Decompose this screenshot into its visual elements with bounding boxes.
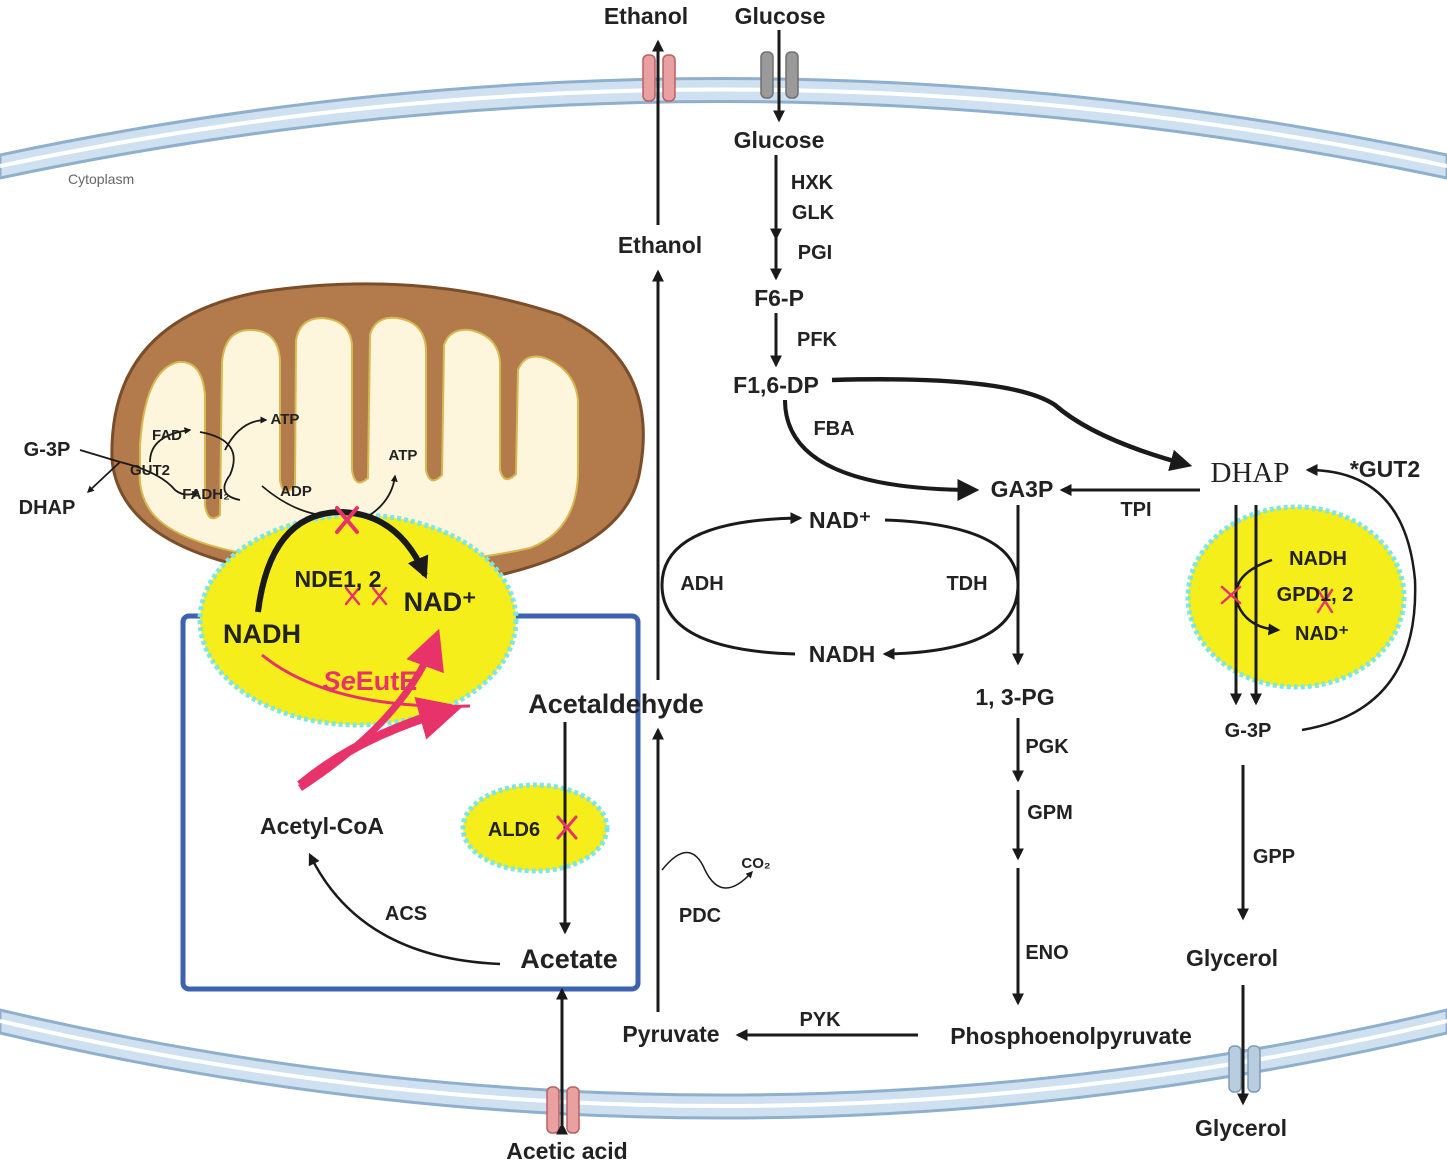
gpm-label: GPM	[1027, 802, 1073, 824]
f16dp-label: F1,6-DP	[733, 372, 819, 398]
x-icon	[1316, 588, 1334, 614]
x-icon	[344, 586, 361, 606]
x-icon	[1220, 585, 1242, 605]
enzyme-labels: HXK GLK PGI PFK FBA TPI TDH ADH PGK GPM …	[130, 172, 1420, 1031]
eno-label: ENO	[1025, 942, 1068, 964]
g3p-mito-label: G-3P	[24, 439, 71, 461]
glycerol-channel	[1228, 1045, 1261, 1093]
glucose-extracellular: Glucose	[735, 3, 826, 29]
seeute-prefix: Se	[323, 666, 356, 696]
gut2-mito-label: GUT2	[130, 462, 170, 479]
pyk-label: PYK	[799, 1009, 841, 1031]
seeute-arrows	[261, 628, 471, 791]
glycerol-extracellular: Glycerol	[1195, 1115, 1287, 1141]
ald6-highlight	[460, 782, 610, 874]
gpd-highlight	[1185, 504, 1407, 690]
nadh-nde: NADH	[223, 619, 301, 649]
fad-label: FAD	[152, 427, 182, 444]
x-icon	[371, 586, 388, 606]
glycerol-intracellular: Glycerol	[1186, 945, 1278, 971]
x-icon	[335, 506, 359, 534]
ethanol-channel	[642, 54, 676, 102]
metabolite-labels: Ethanol Glucose Glucose Ethanol F6-P F1,…	[19, 3, 1349, 1164]
hxk-label: HXK	[791, 172, 834, 194]
pg13-label: 1, 3-PG	[975, 684, 1054, 710]
nadh-gpd: NADH	[1289, 548, 1347, 570]
pgi-label: PGI	[798, 242, 832, 264]
ethanol-intracellular: Ethanol	[618, 232, 702, 258]
top-membrane	[0, 77, 1447, 180]
acetaldehyde-label: Acetaldehyde	[528, 689, 704, 719]
acs-label: ACS	[385, 903, 427, 925]
acetic-acid-label: Acetic acid	[506, 1138, 627, 1164]
f6p-label: F6-P	[754, 285, 804, 311]
cytoplasm-label: Cytoplasm	[68, 171, 134, 187]
glucose-channel	[760, 51, 799, 99]
tdh-label: TDH	[946, 573, 987, 595]
nde12-label: NDE1, 2	[295, 566, 382, 592]
pyruvate-label: Pyruvate	[622, 1021, 719, 1047]
gut2-star-label: *GUT2	[1350, 456, 1420, 482]
gpp-label: GPP	[1253, 846, 1295, 868]
seeute-label: SeEutE	[323, 666, 418, 696]
ethanol-extracellular: Ethanol	[604, 3, 688, 29]
g3p-label: G-3P	[1225, 720, 1272, 742]
atp-label-1: ATP	[271, 411, 300, 428]
adp-label: ADP	[280, 483, 312, 500]
mito-cristae	[138, 316, 579, 566]
nad-plus-tdh: NAD⁺	[809, 507, 871, 533]
glucose-intracellular: Glucose	[734, 127, 825, 153]
pfk-label: PFK	[797, 329, 838, 351]
pdc-label: PDC	[679, 905, 721, 927]
tpi-label: TPI	[1120, 499, 1151, 521]
ga3p-label: GA3P	[991, 476, 1054, 502]
nad-plus-nde: NAD⁺	[404, 587, 477, 617]
x-icon	[556, 815, 578, 840]
co2-label: CO₂	[741, 855, 770, 872]
nad-plus-gpd: NAD⁺	[1295, 623, 1349, 645]
gpd12-label: GPD1, 2	[1277, 584, 1354, 606]
ald6-label: ALD6	[488, 819, 540, 841]
dhap-label: DHAP	[1211, 457, 1290, 489]
pgk-label: PGK	[1025, 736, 1069, 758]
acetate-label: Acetate	[520, 944, 618, 974]
adh-label: ADH	[680, 573, 723, 595]
acetyl-coa-label: Acetyl-CoA	[260, 813, 384, 839]
knockout-marks	[335, 506, 1334, 840]
pep-label: Phosphoenolpyruvate	[950, 1023, 1192, 1049]
atp-label-2: ATP	[389, 447, 418, 464]
dhap-mito-label: DHAP	[19, 497, 76, 519]
pathway-arrows	[308, 30, 1417, 1135]
fadh2-label: FADH₂	[182, 486, 230, 503]
fba-label: FBA	[813, 418, 854, 440]
nadh-tdh: NADH	[809, 641, 875, 667]
seeute-suffix: EutE	[356, 666, 418, 696]
glk-label: GLK	[792, 202, 835, 224]
